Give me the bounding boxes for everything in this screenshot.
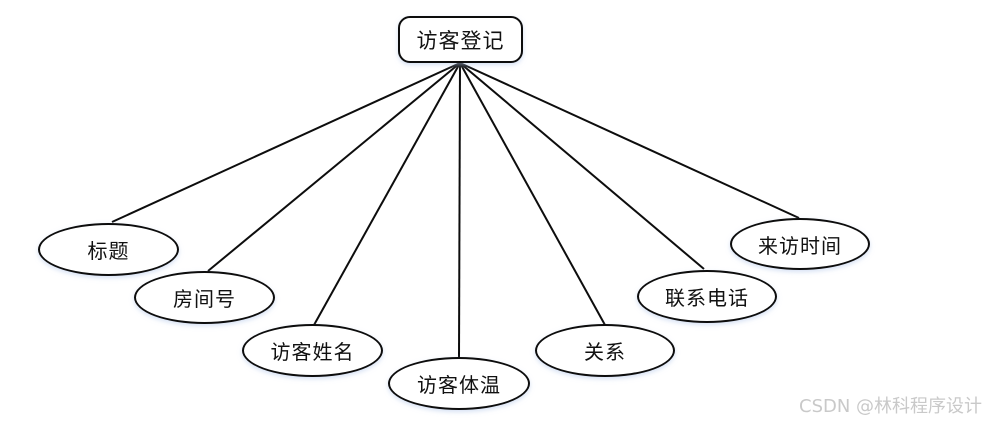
attribute-ellipse-visit-time: 来访时间 bbox=[730, 218, 870, 270]
entity-label: 访客登记 bbox=[416, 28, 505, 53]
attribute-label: 访客体温 bbox=[417, 373, 501, 397]
connector-line-title bbox=[111, 62, 461, 223]
connector-line-visitor-name bbox=[313, 62, 461, 326]
attribute-label: 来访时间 bbox=[758, 233, 842, 258]
connector-line-visit-time bbox=[459, 62, 800, 219]
attribute-ellipse-relationship: 关系 bbox=[535, 324, 675, 377]
attribute-ellipse-visitor-name: 访客姓名 bbox=[242, 324, 383, 377]
connector-line-contact-phone bbox=[459, 62, 705, 270]
connector-line-relationship bbox=[459, 62, 606, 326]
attribute-ellipse-visitor-temperature: 访客体温 bbox=[388, 357, 530, 410]
connector-line-visitor-temperature bbox=[458, 62, 461, 358]
csdn-watermark: CSDN @林科程序设计 bbox=[799, 396, 983, 417]
attribute-label: 关系 bbox=[584, 340, 626, 364]
attribute-label: 访客姓名 bbox=[270, 340, 355, 364]
attribute-ellipse-contact-phone: 联系电话 bbox=[637, 270, 777, 323]
attribute-ellipse-title: 标题 bbox=[38, 223, 179, 276]
attribute-label: 标题 bbox=[87, 239, 130, 263]
connector-line-room-number bbox=[207, 62, 461, 272]
entity-node-visitor-registration: 访客登记 bbox=[398, 16, 523, 63]
attribute-ellipse-room-number: 房间号 bbox=[134, 271, 275, 324]
attribute-label: 房间号 bbox=[173, 287, 236, 311]
attribute-label: 联系电话 bbox=[665, 286, 749, 310]
